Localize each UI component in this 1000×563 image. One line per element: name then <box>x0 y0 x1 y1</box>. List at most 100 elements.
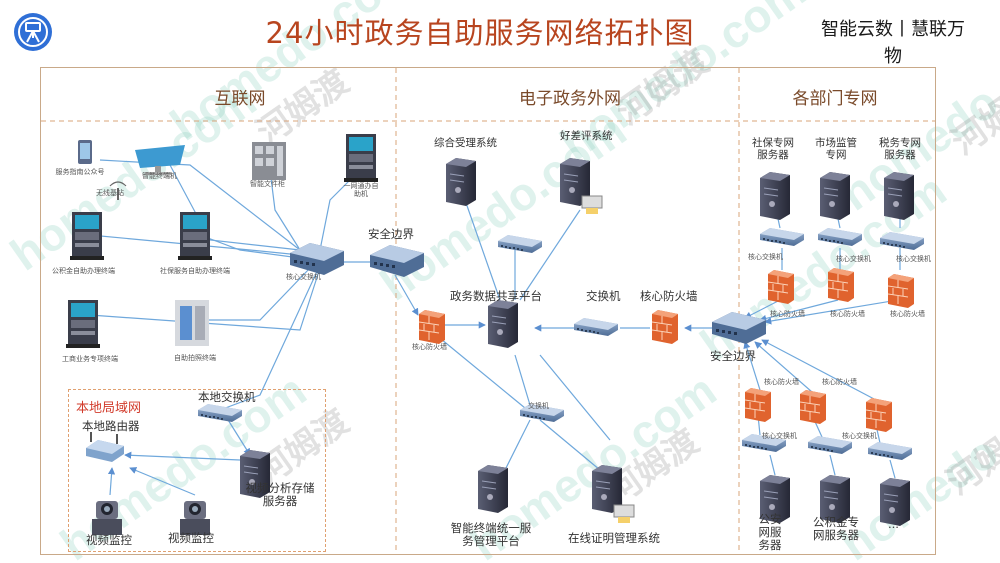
logo-icon <box>14 13 52 51</box>
dept-switch-icon <box>868 442 912 460</box>
dept-switch-label: 核心交换机 <box>842 432 877 440</box>
dept-firewall-label: 核心防火墙 <box>764 378 799 386</box>
tablet-kiosk-icon <box>135 145 185 175</box>
dept-firewall-icon <box>744 387 772 423</box>
egov-firewall-label: 核心防火墙 <box>412 343 447 351</box>
diagram-frame <box>40 67 936 555</box>
social-server-label: 社保专网 服务器 <box>745 137 801 161</box>
police-server-label-line: 网服 <box>758 525 782 540</box>
atm-kiosk-icon <box>178 212 212 260</box>
camera-icon <box>92 501 122 535</box>
photo-kiosk-label: 自助拍照终端 <box>174 354 216 362</box>
fund-server-label-line: 公积金专 <box>813 515 859 529</box>
social-server-label-line: 服务器 <box>757 149 789 162</box>
zone-title-dept: 各部门专网 <box>792 89 878 109</box>
camera-2-label: 视频监控 <box>168 531 214 545</box>
data-platform-label: 政务数据共享平台 <box>450 289 542 303</box>
camera-1-label: 视频监控 <box>86 533 132 547</box>
unified-kiosk-label: 一网通办自助机 <box>343 182 379 199</box>
market-server-label: 市场监管 专网 <box>808 137 864 161</box>
tax-server-label-line: 税务专网 <box>879 137 921 149</box>
brand-line: 物 <box>884 46 902 67</box>
dept-firewall-label: 核心防火墙 <box>890 310 925 318</box>
dept-switch-label: 核心交换机 <box>748 253 783 261</box>
dept-firewall-icon <box>865 397 893 433</box>
phone-icon <box>78 140 92 164</box>
phone-app-label: 服务指南公众号 <box>55 168 105 176</box>
tax-server-label: 税务专网 服务器 <box>872 137 928 161</box>
zone-title-internet: 互联网 <box>214 89 266 109</box>
security-border-switch-icon <box>370 245 424 277</box>
atm-kiosk-icon <box>70 212 104 260</box>
market-server-label-line: 市场监管 <box>815 137 857 149</box>
local-lan-box <box>68 389 326 552</box>
photo-kiosk-icon <box>175 300 209 346</box>
accept-system-server-icon <box>445 157 477 207</box>
tax-server-icon <box>883 171 915 221</box>
dept-firewall-label: 核心防火墙 <box>822 378 857 386</box>
core-switch-label: 核心交换机 <box>286 273 321 281</box>
video-server-label-line: 视频分析存储 <box>245 481 315 495</box>
file-cabinet-label: 智能文件柜 <box>250 180 285 188</box>
fund-server-label: 公积金专 网服务器 <box>806 515 866 543</box>
social-server-icon <box>759 171 791 221</box>
wifi-label: 无线基站 <box>96 189 124 197</box>
business-kiosk-icon <box>66 300 100 348</box>
local-switch-icon <box>198 404 242 422</box>
egov-firewall-icon <box>418 309 446 345</box>
dept-security-border-icon <box>712 312 766 344</box>
dept-switch-icon <box>760 228 804 246</box>
more-servers-label: ... <box>888 517 899 531</box>
page-title: 24小时政务自助服务网络拓扑图 <box>265 16 695 50</box>
terminal-platform-label: 智能终端统一服 务管理平台 <box>436 521 546 549</box>
camera-icon <box>180 501 210 535</box>
egov-switch-label: 交换机 <box>586 289 621 303</box>
dept-firewall-icon <box>799 389 827 425</box>
police-server-label-line: 公安 <box>758 512 782 526</box>
brand-tagline: 智能云数丨慧联万 物 <box>798 16 988 70</box>
atm-left-label: 公积金自助办理终端 <box>52 267 115 275</box>
video-server-label: 视频分析存储 服务器 <box>238 481 322 509</box>
egov-switch-icon <box>498 235 542 253</box>
terminal-platform-label-line: 务管理平台 <box>462 534 520 549</box>
unified-kiosk-icon <box>344 134 378 182</box>
accept-system-label: 综合受理系统 <box>434 137 497 149</box>
dept-security-border-label: 安全边界 <box>710 349 756 363</box>
market-server-label-line: 专网 <box>825 149 847 162</box>
egov-core-switch-icon <box>574 318 618 336</box>
dept-switch-label: 核心交换机 <box>762 432 797 440</box>
tax-server-label-line: 服务器 <box>884 149 916 162</box>
business-kiosk-label: 工商业务专项终端 <box>62 355 118 363</box>
local-router-icon <box>86 432 124 462</box>
local-router-label: 本地路由器 <box>82 419 140 433</box>
video-server-label-line: 服务器 <box>262 494 298 509</box>
core-firewall-icon <box>651 309 679 345</box>
certificate-printer-icon <box>613 504 635 523</box>
lan-title: 本地局域网 <box>76 401 142 416</box>
certificate-system-label: 在线证明管理系统 <box>568 531 660 545</box>
dept-firewall-label: 核心防火墙 <box>770 310 805 318</box>
dept-switch-label: 核心交换机 <box>896 255 931 263</box>
market-server-icon <box>819 171 851 221</box>
review-system-printer-icon <box>581 195 603 214</box>
dept-firewall-icon <box>767 269 795 305</box>
dept-firewall-label: 核心防火墙 <box>830 310 865 318</box>
tablet-kiosk-label: 智能终端机 <box>142 172 177 180</box>
core-firewall-label: 核心防火墙 <box>640 289 698 303</box>
dept-firewall-icon <box>827 267 855 303</box>
terminal-platform-label-line: 智能终端统一服 <box>450 521 532 535</box>
egov-lower-switch-label: 交换机 <box>528 402 549 410</box>
fund-server-label-line: 网服务器 <box>813 528 859 543</box>
local-switch-label: 本地交换机 <box>198 390 256 404</box>
internet-links <box>89 159 375 411</box>
brand-line: 智能云数丨慧联万 <box>821 19 965 40</box>
dept-switch-icon <box>880 232 924 250</box>
social-server-label-line: 社保专网 <box>752 137 794 149</box>
file-cabinet-icon <box>252 142 286 180</box>
police-server-label: 公安 网服 务器 <box>750 512 790 553</box>
police-server-label-line: 务器 <box>758 538 782 553</box>
atm-middle-label: 社保服务自助办理终端 <box>160 267 230 275</box>
dept-switch-label: 核心交换机 <box>836 255 871 263</box>
